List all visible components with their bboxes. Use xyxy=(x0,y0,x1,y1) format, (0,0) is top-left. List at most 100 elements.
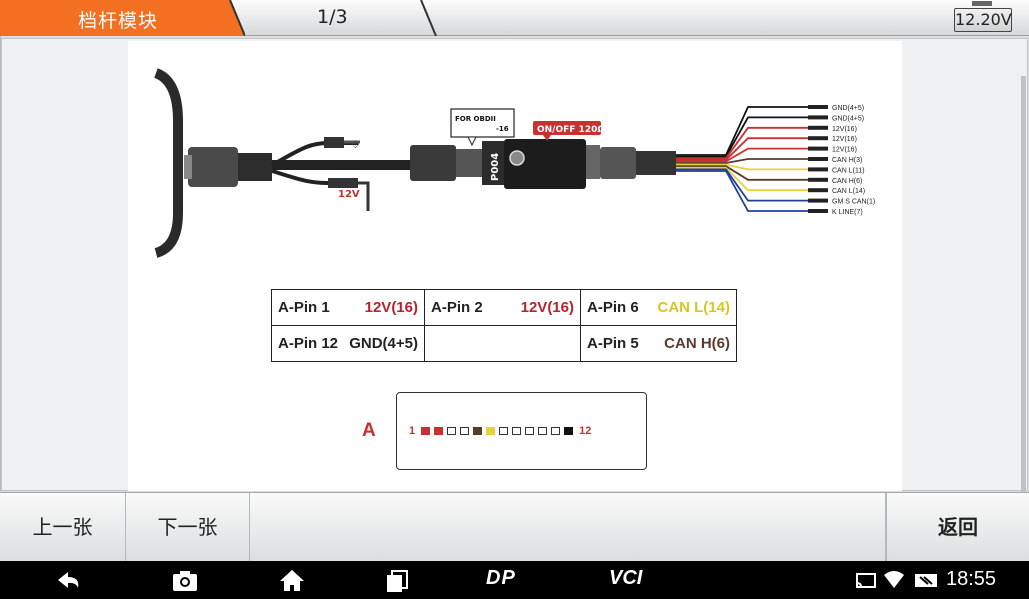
page-indicator: 1/3 xyxy=(317,6,348,28)
usb-plug xyxy=(324,137,344,148)
obd-callout xyxy=(450,108,515,138)
prev-button[interactable]: 上一张 xyxy=(0,493,126,562)
wire xyxy=(676,126,808,160)
connector-pin xyxy=(551,427,561,435)
wire-pin xyxy=(808,177,828,182)
next-button[interactable]: 下一张 xyxy=(126,493,250,562)
pin-cell: A-Pin 12 GND(4+5) xyxy=(271,325,425,362)
wire xyxy=(676,116,808,158)
pin-cell xyxy=(424,325,581,362)
power-label: 12V xyxy=(338,189,360,200)
pin-value: GND(4+5) xyxy=(349,335,418,352)
dp-icon[interactable]: DP xyxy=(486,567,516,589)
wire-label: CAN L(14) xyxy=(832,188,865,195)
wiring-diagram-figure: ⎆ 12V FOR OBDII -16 P004 xyxy=(128,41,902,491)
power-plug xyxy=(328,178,358,188)
module-title-tab: 档杆模块 xyxy=(0,0,245,36)
page-indicator-tab: 1/3 xyxy=(245,0,440,36)
pin-table: A-Pin 1 12V(16) A-Pin 2 12V(16) A-Pin 6 CAN… xyxy=(271,289,737,362)
cable-diagram: ⎆ 12V FOR OBDII -16 P004 xyxy=(153,68,875,258)
battery-voltage: 12.20V xyxy=(954,8,1012,32)
title-bar: 档杆模块 1/3 12.20V xyxy=(0,0,1029,36)
wire-pin xyxy=(808,167,828,172)
pin-label: A-Pin 2 xyxy=(431,299,483,316)
wire-label: 12V(16) xyxy=(832,147,857,154)
connector-pin xyxy=(447,427,457,435)
wire-pin xyxy=(808,125,828,130)
pin-squares xyxy=(417,427,574,435)
page-tab-shape xyxy=(420,0,437,36)
connector-pin xyxy=(499,427,509,435)
pin-label: A-Pin 5 xyxy=(587,335,639,352)
pin-label: A-Pin 12 xyxy=(278,335,339,352)
wire-label: CAN H(3) xyxy=(832,157,862,164)
connector-pin xyxy=(421,427,431,435)
wire-label: GM S CAN(1) xyxy=(832,199,875,206)
connector-pin xyxy=(525,427,535,435)
pin-value: 12V(16) xyxy=(364,299,418,316)
content-panel: ⎆ 12V FOR OBDII -16 P004 xyxy=(1,38,1028,491)
scrollbar[interactable] xyxy=(1021,76,1026,516)
wire-pin xyxy=(808,105,828,109)
wire-label: GND(4+5) xyxy=(832,105,864,112)
pin-value: CAN L(14) xyxy=(657,299,730,316)
pin-label: A-Pin 6 xyxy=(587,299,639,316)
wire xyxy=(676,106,808,156)
pin-cell: A-Pin 2 12V(16) xyxy=(424,289,581,326)
switch-label-box xyxy=(533,121,601,135)
wire-pin xyxy=(808,209,828,213)
recents-icon[interactable] xyxy=(382,566,412,594)
battery-icon xyxy=(915,574,937,587)
connector-pin xyxy=(460,427,470,435)
home-icon[interactable] xyxy=(277,566,307,594)
obd-connector xyxy=(410,145,456,181)
connector-pin xyxy=(473,427,483,435)
vci-icon[interactable]: VCI xyxy=(609,567,643,589)
obd-label-sub: -16 xyxy=(496,125,509,133)
wire-pin xyxy=(808,198,828,203)
pin-table-row: A-Pin 1 12V(16) A-Pin 2 12V(16) A-Pin 6 CAN… xyxy=(271,289,737,326)
clock: 18:55 xyxy=(946,568,997,590)
wire-label: K LINE(7) xyxy=(832,209,863,216)
connector-pin xyxy=(538,427,548,435)
right-db-connector xyxy=(600,147,636,179)
pin-label: A-Pin 1 xyxy=(278,299,330,316)
connector-pin xyxy=(512,427,522,435)
battery-cap-icon xyxy=(972,1,992,6)
wire-pin xyxy=(808,157,828,161)
back-arrow-icon[interactable] xyxy=(52,566,84,594)
toolbar-spacer xyxy=(250,493,886,562)
wire-pin xyxy=(808,136,828,141)
left-db-connector xyxy=(188,147,238,187)
connector-outline xyxy=(396,392,647,470)
wire-label: CAN L(11) xyxy=(832,167,865,174)
pin-value: 12V(16) xyxy=(520,299,574,316)
wire xyxy=(676,168,808,202)
p004-module xyxy=(482,141,504,185)
wire-pin xyxy=(808,115,828,120)
wire-fan: GND(4+5) GND(4+5) 12V(16) 12V(16) 12V(16) CAN… xyxy=(676,105,875,216)
wire xyxy=(676,137,808,161)
wire-label: 12V(16) xyxy=(832,126,857,133)
connector-pin xyxy=(486,427,496,435)
obd-label: FOR OBDII xyxy=(455,115,496,123)
first-pin-number: 1 xyxy=(409,425,416,437)
system-nav-bar: DP VCI 18:55 xyxy=(0,561,1029,599)
switch-label: ON/OFF 120Ω xyxy=(537,125,605,135)
wire-label: GND(4+5) xyxy=(832,115,864,122)
module-title: 档杆模块 xyxy=(78,10,159,32)
wifi-icon xyxy=(884,571,904,588)
wire-label: 12V(16) xyxy=(832,136,857,143)
back-button[interactable]: 返回 xyxy=(886,493,1029,562)
wire xyxy=(676,166,808,192)
pin-cell: A-Pin 6 CAN L(14) xyxy=(580,289,737,326)
wire-label: CAN H(6) xyxy=(832,178,862,185)
last-pin-number: 12 xyxy=(579,425,592,437)
usb-icon: ⎆ xyxy=(352,140,360,150)
wire-pin xyxy=(808,188,828,193)
camera-icon[interactable] xyxy=(170,566,200,594)
wire xyxy=(676,165,808,181)
